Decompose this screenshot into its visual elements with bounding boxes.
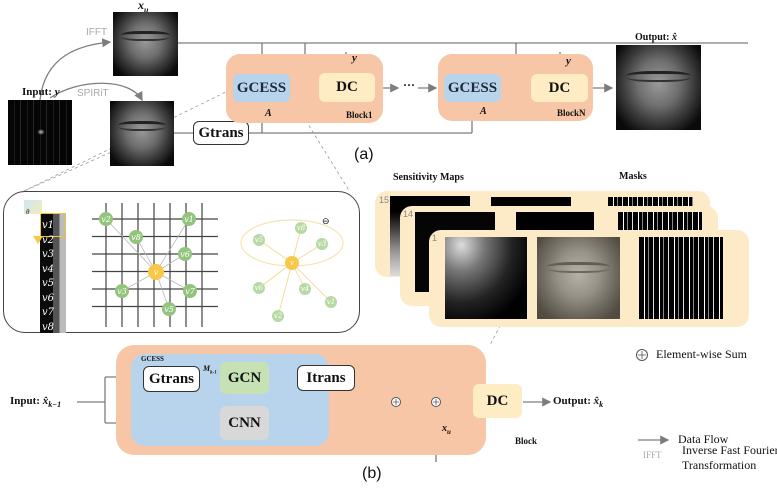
block1-dc: DC	[319, 73, 375, 102]
patch-node-label: v6	[42, 292, 55, 304]
spirit-mri-image	[110, 101, 174, 166]
output-mri-image	[616, 45, 701, 130]
graph-node: v4	[299, 283, 311, 295]
graph-node: v1	[325, 296, 337, 308]
graph-edge	[105, 218, 157, 273]
dc-b-box: DC	[473, 384, 522, 418]
kspace-image	[8, 100, 72, 165]
coil-card-1: 1	[429, 230, 749, 327]
patch-node-label: v8	[42, 321, 55, 333]
blockN-y-label: y	[566, 55, 571, 67]
graph-node: v7	[183, 284, 197, 298]
ellipse-symbol: ⊖	[322, 216, 330, 226]
graph-node: v8	[295, 222, 307, 234]
legend-ifft-abbrev: IFFT	[643, 450, 662, 460]
graph-node: v3	[115, 284, 129, 298]
blockN-a-label: A	[480, 106, 487, 117]
center-node: v	[148, 264, 164, 280]
sensitivity-maps-title: Sensitivity Maps	[393, 172, 464, 183]
blockN-dc: DC	[531, 74, 588, 102]
block1-y-label: y	[352, 52, 357, 64]
graph-panel	[3, 191, 360, 333]
caption-a: (a)	[354, 146, 374, 163]
legend-sum-label: Element-wise Sum	[656, 347, 747, 361]
patch-node-label: v2	[42, 234, 55, 246]
ifft-arrow	[39, 38, 112, 101]
legend-flow-label: Data Flow	[678, 432, 729, 446]
graph-edge	[291, 262, 332, 303]
graph-edge	[155, 218, 190, 273]
arrow-down-icon	[33, 236, 43, 244]
masks-title: Masks	[619, 171, 647, 182]
spirit-label: SPIRiT	[77, 88, 109, 99]
spirit-arrow	[49, 82, 143, 102]
legend-ifft-line2: Transformation	[682, 458, 757, 472]
ellipsis: ···	[403, 78, 416, 92]
output-b-label: Output: x̂k	[553, 395, 604, 410]
graph-node: v6	[253, 282, 265, 294]
xu-top-label: xu	[138, 0, 149, 15]
xu-mri-image	[113, 12, 178, 76]
blockN-gcess: GCESS	[444, 74, 501, 102]
patch-node-label: v5	[42, 278, 55, 289]
ifft-label: IFFT	[86, 27, 108, 38]
input-b-label: Input: x̂k−1	[10, 395, 62, 410]
graph-node: v5	[253, 234, 265, 246]
center-node: v	[285, 256, 299, 270]
graph-node: v1	[182, 212, 196, 226]
sensitivity-map-image	[445, 237, 527, 319]
gcn-box: GCN	[220, 362, 269, 394]
patch-node-label: v3	[42, 249, 55, 260]
graph-node: v3	[316, 238, 328, 250]
mask-image	[639, 237, 723, 319]
legend-ifft-line1: Inverse Fast Fourier	[682, 443, 777, 457]
theta-label: θ	[26, 208, 30, 216]
graph-edge	[277, 262, 293, 317]
m-label: Mk-1	[203, 364, 217, 376]
blockN-name: BlockN	[557, 108, 586, 118]
itrans-box: Itrans	[297, 365, 355, 391]
graph-node: v8	[129, 230, 143, 244]
graph-node: v2	[99, 212, 113, 226]
cnn-box: CNN	[220, 406, 269, 440]
gtrans-box: Gtrans	[193, 121, 249, 145]
gcess-title: GCESS	[141, 355, 164, 363]
graph-node: v6	[178, 247, 192, 261]
graph-node: v2	[272, 310, 284, 322]
block1-name: Block1	[346, 110, 373, 120]
masked-mri-image	[537, 237, 620, 319]
patch-node-label: v4	[42, 263, 55, 275]
caption-b: (b)	[362, 465, 382, 482]
input-y-label: Input: y	[22, 86, 60, 98]
gtrans-b-box: Gtrans	[143, 366, 200, 392]
block1-a-label: A	[265, 108, 272, 119]
patch-node-label: v7	[42, 307, 55, 318]
output-label: Output: x̂	[635, 32, 677, 43]
xu-b-label: xu	[442, 423, 451, 436]
block1-gcess: GCESS	[233, 74, 290, 102]
block-b-label: Block	[515, 436, 538, 446]
graph-node: v5	[162, 302, 176, 316]
patch-node-label: v1	[42, 220, 55, 231]
